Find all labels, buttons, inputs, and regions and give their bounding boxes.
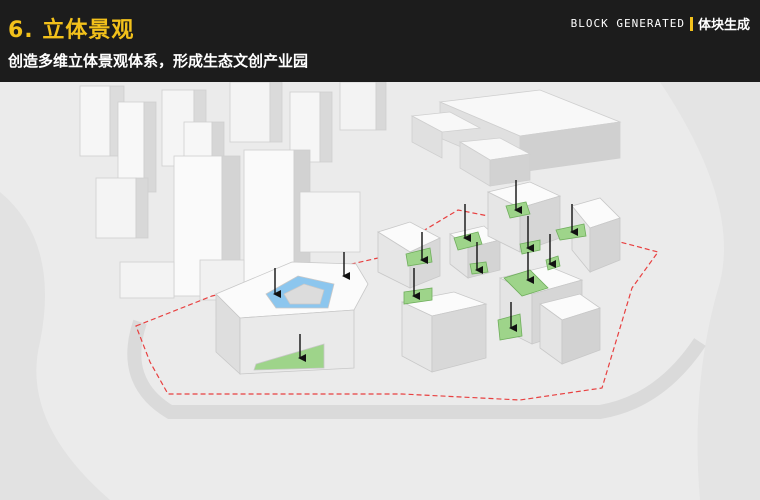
- main-building-left: [215, 261, 369, 375]
- brand-chinese: 体块生成: [697, 18, 750, 33]
- header-bar: 6. 立体景观 创造多维立体景观体系，形成生态文创产业园 BLOCK GENER…: [0, 0, 760, 82]
- brand-english: BLOCK GENERATED: [570, 17, 685, 30]
- page-title: 6. 立体景观: [8, 18, 135, 43]
- warehouse-blocks: [410, 89, 622, 187]
- downward-arrows: [412, 180, 578, 332]
- building-cluster-right: [377, 181, 621, 373]
- background-towers: [79, 82, 387, 301]
- brand-tag: BLOCK GENERATED 体块生成: [571, 14, 750, 33]
- road-east: [660, 82, 760, 500]
- green-terrace-left: [253, 343, 325, 371]
- page-subtitle: 创造多维立体景观体系，形成生态文创产业园: [8, 52, 309, 70]
- brand-divider: [689, 16, 693, 31]
- road-loop: [127, 319, 706, 419]
- massing-diagram: [0, 82, 760, 500]
- massing-illustration: [0, 82, 760, 500]
- road-west: [0, 192, 110, 500]
